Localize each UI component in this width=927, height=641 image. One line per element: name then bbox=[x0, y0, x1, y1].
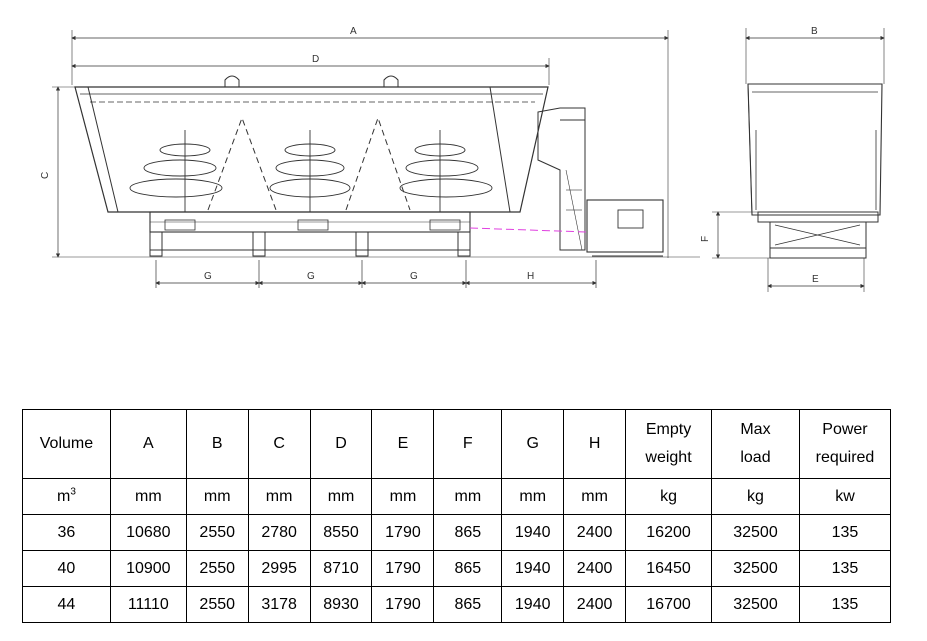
dim-label-b: B bbox=[811, 26, 818, 37]
header-cell: B bbox=[185, 409, 249, 479]
table-cell: 10680 bbox=[109, 514, 187, 551]
header-cell: Volume bbox=[22, 409, 111, 479]
table-cell: 865 bbox=[433, 550, 503, 587]
dim-label-g1: G bbox=[204, 271, 212, 282]
table-cell: 16450 bbox=[625, 550, 712, 587]
table-cell: 40 bbox=[22, 550, 111, 587]
table-cell: 32500 bbox=[711, 550, 800, 587]
header-cell: C bbox=[247, 409, 311, 479]
header-cell: E bbox=[371, 409, 435, 479]
unit-cell: mm bbox=[185, 478, 249, 515]
unit-cell: mm bbox=[433, 478, 503, 515]
table-cell: 3178 bbox=[247, 586, 311, 623]
header-cell: Empty weight bbox=[625, 409, 712, 479]
table-header-row: Volume A B C D E F G H Empty weight Max … bbox=[22, 409, 892, 479]
unit-text: m bbox=[56, 487, 71, 505]
unit-cell: mm bbox=[371, 478, 435, 515]
specification-table: Volume A B C D E F G H Empty weight Max … bbox=[22, 409, 892, 623]
dim-label-h: H bbox=[527, 271, 534, 282]
table-cell: 36 bbox=[22, 514, 111, 551]
header-cell: A bbox=[109, 409, 187, 479]
dim-label-g3: G bbox=[410, 271, 418, 282]
unit-cell: mm bbox=[563, 478, 627, 515]
header-cell: Power required bbox=[798, 409, 892, 479]
table-cell: 1940 bbox=[501, 550, 565, 587]
dim-label-a: A bbox=[350, 26, 357, 37]
header-cell: H bbox=[563, 409, 627, 479]
table-row: 36 10680 2550 2780 8550 1790 865 1940 24… bbox=[22, 514, 892, 551]
unit-cell: m3 bbox=[22, 478, 111, 515]
table-cell: 865 bbox=[433, 514, 503, 551]
table-cell: 1790 bbox=[371, 514, 435, 551]
table-cell: 135 bbox=[798, 550, 892, 587]
table-cell: 1790 bbox=[371, 586, 435, 623]
header-cell: G bbox=[501, 409, 565, 479]
table-cell: 2400 bbox=[563, 550, 627, 587]
side-view bbox=[52, 30, 700, 258]
unit-cell: mm bbox=[309, 478, 373, 515]
dim-label-f: F bbox=[700, 236, 711, 242]
table-row: 40 10900 2550 2995 8710 1790 865 1940 24… bbox=[22, 550, 892, 587]
table-units-row: m3 mm mm mm mm mm mm mm mm kg kg kw bbox=[22, 478, 892, 515]
table-cell: 11110 bbox=[109, 586, 187, 623]
dim-label-g2: G bbox=[307, 271, 315, 282]
table-cell: 2400 bbox=[563, 514, 627, 551]
table-cell: 865 bbox=[433, 586, 503, 623]
unit-cell: kg bbox=[711, 478, 800, 515]
unit-cell: mm bbox=[501, 478, 565, 515]
table-cell: 2400 bbox=[563, 586, 627, 623]
table-cell: 2550 bbox=[185, 586, 249, 623]
end-view bbox=[712, 28, 885, 292]
unit-cell: kg bbox=[625, 478, 712, 515]
table-cell: 2550 bbox=[185, 550, 249, 587]
header-cell: F bbox=[433, 409, 503, 479]
table-cell: 2780 bbox=[247, 514, 311, 551]
table-cell: 1940 bbox=[501, 586, 565, 623]
table-cell: 8550 bbox=[309, 514, 373, 551]
table-cell: 2550 bbox=[185, 514, 249, 551]
header-cell: D bbox=[309, 409, 373, 479]
unit-cell: kw bbox=[798, 478, 892, 515]
unit-superscript: 3 bbox=[70, 486, 76, 498]
table-cell: 1790 bbox=[371, 550, 435, 587]
table-cell: 8930 bbox=[309, 586, 373, 623]
unit-cell: mm bbox=[247, 478, 311, 515]
header-cell: Max load bbox=[711, 409, 800, 479]
table-cell: 44 bbox=[22, 586, 111, 623]
technical-drawing: A D C G G G H B F E bbox=[0, 0, 927, 300]
unit-cell: mm bbox=[109, 478, 187, 515]
table-cell: 135 bbox=[798, 586, 892, 623]
table-cell: 2995 bbox=[247, 550, 311, 587]
dim-label-c: C bbox=[40, 172, 51, 179]
table-row: 44 11110 2550 3178 8930 1790 865 1940 24… bbox=[22, 586, 892, 623]
table-cell: 16700 bbox=[625, 586, 712, 623]
table-cell: 16200 bbox=[625, 514, 712, 551]
table-cell: 10900 bbox=[109, 550, 187, 587]
dim-label-d: D bbox=[312, 54, 319, 65]
table-cell: 1940 bbox=[501, 514, 565, 551]
table-cell: 8710 bbox=[309, 550, 373, 587]
table-cell: 32500 bbox=[711, 586, 800, 623]
table-cell: 32500 bbox=[711, 514, 800, 551]
dim-label-e: E bbox=[812, 274, 819, 285]
table-cell: 135 bbox=[798, 514, 892, 551]
